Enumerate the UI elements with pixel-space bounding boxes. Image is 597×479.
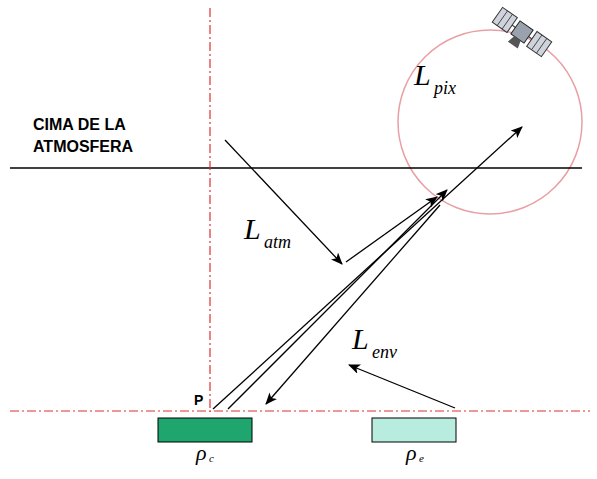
radiance-symbol: L: [244, 212, 261, 247]
reflectance-symbol: ρ: [196, 440, 207, 465]
environment-patch: [372, 418, 456, 442]
pixel-ray: [213, 127, 522, 409]
atmosphere-label: CIMA DE LA ATMOSFERA: [33, 114, 147, 157]
reflectance-subscript: e: [419, 452, 424, 465]
env-ray-up: [228, 190, 447, 409]
incident-ray: [225, 140, 342, 264]
reflectance-symbol: ρ: [406, 440, 417, 465]
radiance-subscript: atm: [264, 232, 291, 253]
radiance-symbol: L: [352, 322, 369, 357]
env-scatter-ray: [349, 365, 455, 408]
point-label: P: [194, 392, 203, 408]
atmosphere-line: [10, 167, 582, 169]
radiance-symbol: L: [414, 58, 431, 93]
ground-axis: [10, 410, 590, 411]
satellite-icon: [488, 7, 551, 62]
sensor-circle: [398, 30, 582, 214]
atm-ray: [346, 197, 437, 262]
radiance-subscript: pix: [434, 78, 456, 99]
vertical-axis: [209, 8, 210, 412]
radiance-subscript: env: [372, 342, 397, 363]
env-ray-down: [266, 205, 440, 404]
reflectance-subscript: c: [209, 452, 214, 465]
target-patch: [158, 418, 252, 442]
